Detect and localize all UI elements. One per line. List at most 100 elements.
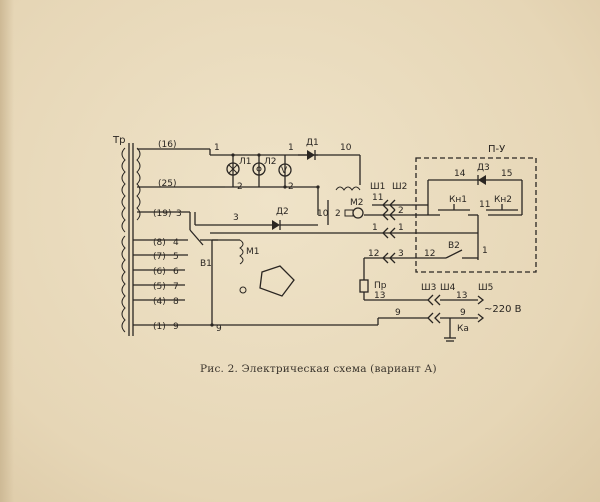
wire-num-2b: 2 (288, 182, 294, 192)
tap-6-bracket: (6) (153, 267, 166, 277)
wire-num-11b: 11 (479, 200, 490, 210)
connector-sh3-pin-a (427, 294, 434, 306)
wire-num-15: 15 (501, 169, 512, 179)
lamp-l1-icon (226, 162, 240, 176)
tap-7-num: 7 (173, 282, 179, 292)
wire-num-1e: 1 (482, 246, 488, 256)
wire-num-1: 1 (214, 143, 220, 153)
figure-caption: Рис. 2. Электрическая схема (вариант А) (200, 363, 437, 375)
wire-num-11a: 11 (372, 193, 383, 203)
wire-num-9a: 9 (216, 324, 222, 334)
switch-b1-label: В1 (200, 259, 212, 269)
button-kn2-label: Кн2 (494, 195, 512, 205)
diode-d1-icon (307, 150, 315, 160)
voltmeter-label: V (281, 166, 288, 176)
wire-num-3: 3 (233, 213, 239, 223)
transformer-label: Тр (112, 135, 125, 146)
motor-m1-label: М1 (246, 247, 260, 257)
connector-sh2-pin-c (389, 227, 396, 239)
junction-dot (283, 185, 287, 189)
supply-label: ~220 В (484, 304, 522, 315)
tap-3-num: 3 (176, 209, 182, 219)
transformer-lower-winding (121, 235, 126, 333)
lamp-l2-icon (252, 162, 266, 176)
motor-m2-icon (352, 207, 364, 219)
wire-num-1d: 1 (398, 223, 404, 233)
connector-sh4-pin-b (434, 312, 441, 324)
diode-d1-label: Д1 (306, 138, 319, 148)
switch-b1-blade (189, 229, 204, 246)
motor-m1-coil (239, 239, 244, 265)
diode-d3-icon (478, 175, 486, 185)
motor-m2-label: М2 (350, 198, 364, 208)
connector-sh2-label: Ш2 (392, 182, 407, 192)
wire-num-1b: 1 (288, 143, 294, 153)
switch-b2-blade (445, 249, 463, 259)
wire-num-13b: 13 (456, 291, 467, 301)
wire-num-10b: 10 (317, 209, 329, 219)
tap-8-num: 8 (173, 297, 179, 307)
connector-sh1-label: Ш1 (370, 182, 385, 192)
connector-sh1-pin-b (382, 209, 389, 221)
tap-2-bracket: (25) (158, 179, 176, 189)
junction-dot (210, 323, 214, 327)
voltmeter-icon (278, 163, 292, 177)
tap-5-num: 5 (173, 252, 179, 262)
connector-sh3-label: Ш3 (421, 283, 436, 293)
junction-dot (316, 185, 320, 189)
page-crease (0, 0, 14, 502)
wire-num-12b: 12 (424, 249, 435, 259)
tap-3-bracket: (19) (153, 209, 171, 219)
wire-num-3b: 3 (398, 249, 404, 259)
lamp-l2-filament (256, 166, 262, 172)
diode-d3-label: Д3 (477, 163, 490, 173)
motor-m1-shaft (239, 286, 247, 294)
lamp-l1-cross-b (228, 164, 238, 174)
junction-dot (231, 153, 235, 157)
lamp-l2-label: Л2 (264, 157, 277, 167)
motor-m2-coil (335, 186, 361, 191)
tap-6-num: 6 (173, 267, 179, 277)
connector-sh5-label: Ш5 (478, 283, 493, 293)
tap-4-bracket: (8) (153, 238, 166, 248)
tap-9-num: 9 (173, 322, 179, 332)
wire-num-2d: 2 (398, 206, 404, 216)
connector-sh1-pin-a (382, 199, 389, 211)
connector-sh2-pin-b (389, 209, 396, 221)
wire-num-1c: 1 (372, 223, 378, 233)
connector-sh4-label: Ш4 (440, 283, 456, 293)
diode-d2-label: Д2 (276, 207, 289, 217)
wire-num-13a: 13 (374, 291, 385, 301)
tap-8-bracket: (4) (153, 297, 166, 307)
connector-sh5-pin-a (477, 295, 485, 305)
connector-sh1-pin-d (382, 252, 389, 264)
wire-num-10a: 10 (340, 143, 352, 153)
fuse-label: Пр (374, 281, 387, 291)
motor-m1-rotor (259, 265, 295, 297)
tap-7-bracket: (5) (153, 282, 166, 292)
connector-sh4-pin-a (434, 294, 441, 306)
lamp-l1-label: Л1 (239, 157, 252, 167)
tap-5-bracket: (7) (153, 252, 166, 262)
wire-num-14: 14 (454, 169, 466, 179)
ka-label: Ка (457, 324, 469, 334)
wire-num-2c: 2 (335, 209, 341, 219)
junction-dot (257, 153, 261, 157)
tap-1-bracket: (16) (158, 140, 176, 150)
wire-num-9b: 9 (395, 308, 401, 318)
connector-sh3-pin-b (427, 312, 434, 324)
connector-sh2-pin-a (389, 199, 396, 211)
transformer-upper-winding (121, 147, 126, 233)
transformer-right-winding (136, 147, 141, 221)
connector-sh1-pin-c (382, 227, 389, 239)
switch-b2-label: В2 (448, 241, 460, 251)
connector-sh5-pin-b (477, 313, 485, 323)
remote-box-label: П-У (488, 144, 505, 155)
connector-sh2-pin-d (389, 252, 396, 264)
wire-num-9c: 9 (460, 308, 466, 318)
tap-4-num: 4 (173, 238, 179, 248)
button-kn1-label: Кн1 (449, 195, 467, 205)
tap-9-bracket: (1) (153, 322, 166, 332)
